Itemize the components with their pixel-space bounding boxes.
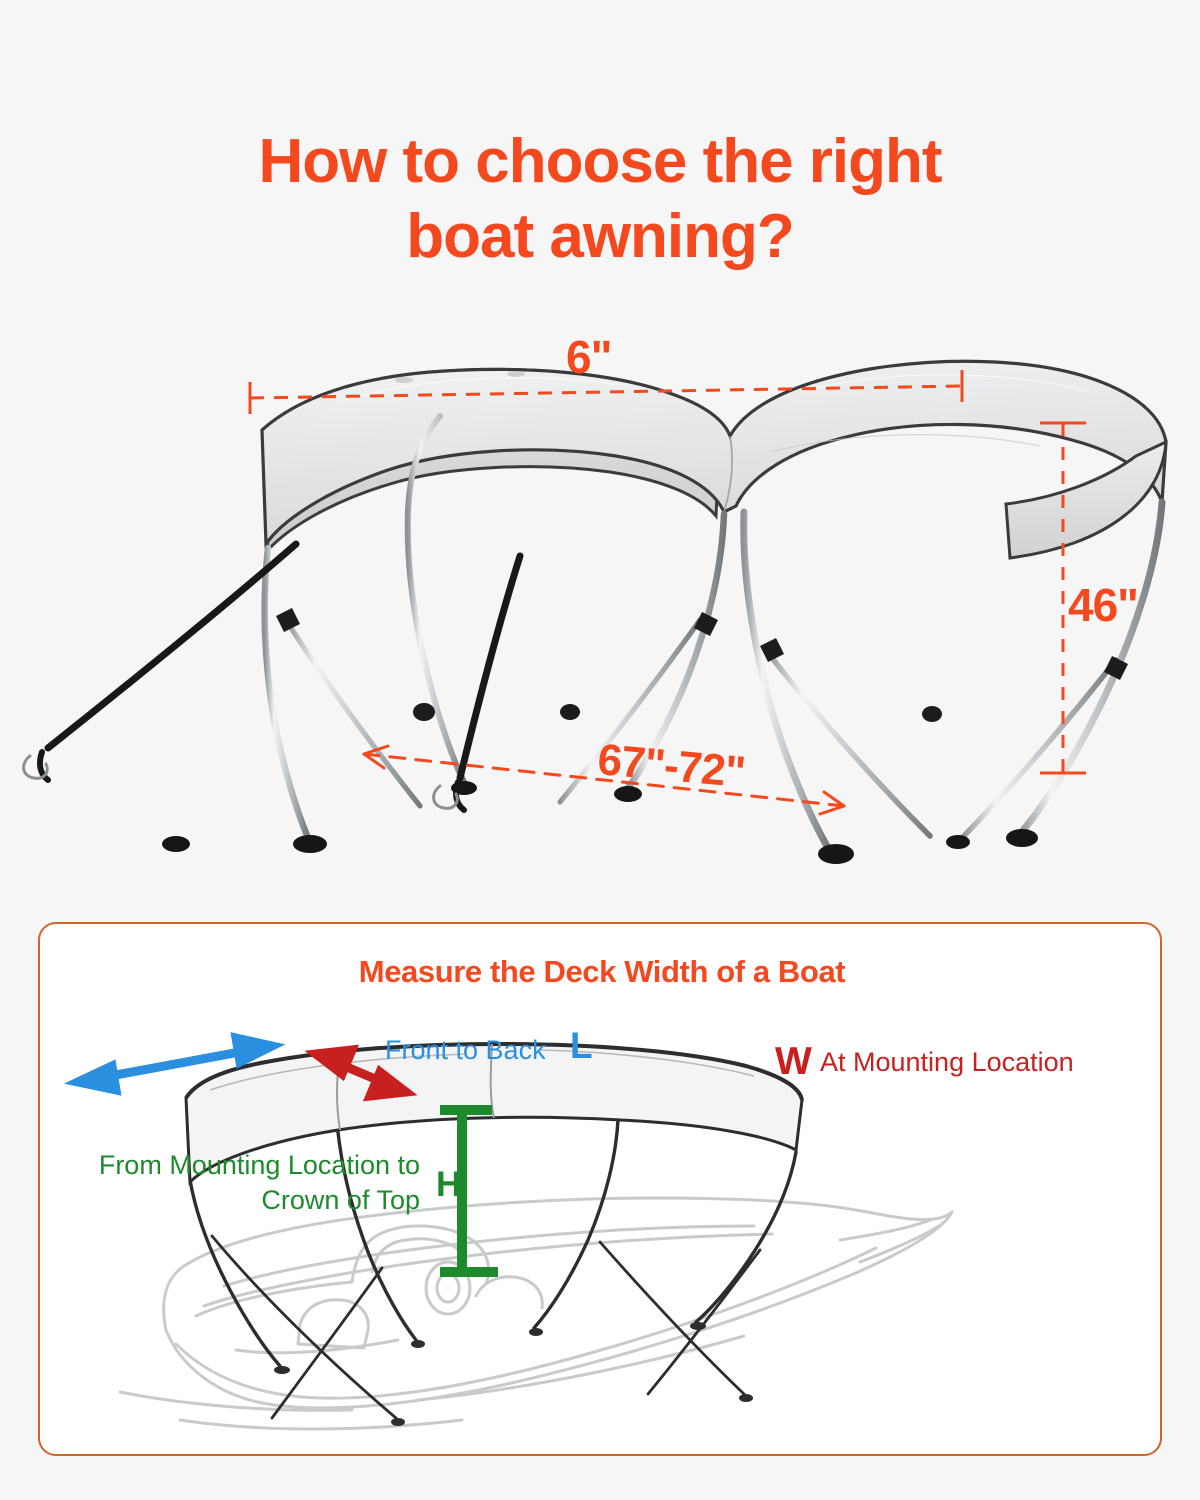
boat-deck-illustration [0, 1000, 1200, 1460]
dimension-height [1040, 421, 1086, 775]
width-label-letter: W [775, 1040, 812, 1083]
tie-down-straps [37, 540, 524, 813]
dimension-depth [362, 744, 846, 816]
frame-deck-mounts [162, 781, 1038, 864]
height-label-letter: H [436, 1165, 462, 1204]
frame-rear-bow [740, 498, 1166, 852]
measure-bar-height [440, 1105, 498, 1277]
frame-front-bow [261, 510, 728, 842]
canopy-rear-panel [1004, 439, 1168, 560]
page-title-line-2: boat awning? [406, 202, 795, 272]
bimini-top-illustration [0, 320, 1200, 920]
frame-mid-bow [404, 413, 467, 785]
length-label-letter: L [570, 1025, 593, 1066]
frame-front-struts [283, 617, 703, 809]
frame-joints [276, 608, 1128, 722]
length-label-text: Front to Back [385, 1035, 546, 1065]
deck-panel-title: Measure the Deck Width of a Boat [358, 954, 846, 989]
frame-rear-struts [763, 647, 1119, 841]
strap-hooks [22, 754, 459, 810]
dimension-width [248, 370, 964, 414]
page-title: How to choose the right boat awning? [0, 124, 1200, 275]
width-label-text: At Mounting Location [820, 1047, 1074, 1077]
page-title-line-1: How to choose the right [258, 126, 942, 196]
dimension-label-width: 6" [566, 331, 612, 383]
dimension-label-height: 46" [1068, 579, 1139, 631]
height-label-text: From Mounting Location to Crown of Top [98, 1150, 420, 1215]
measure-arrow-width [304, 1044, 418, 1102]
deck-width-panel: Measure the Deck Width of a Boat [38, 922, 1162, 1456]
measure-arrow-length [63, 1032, 286, 1096]
